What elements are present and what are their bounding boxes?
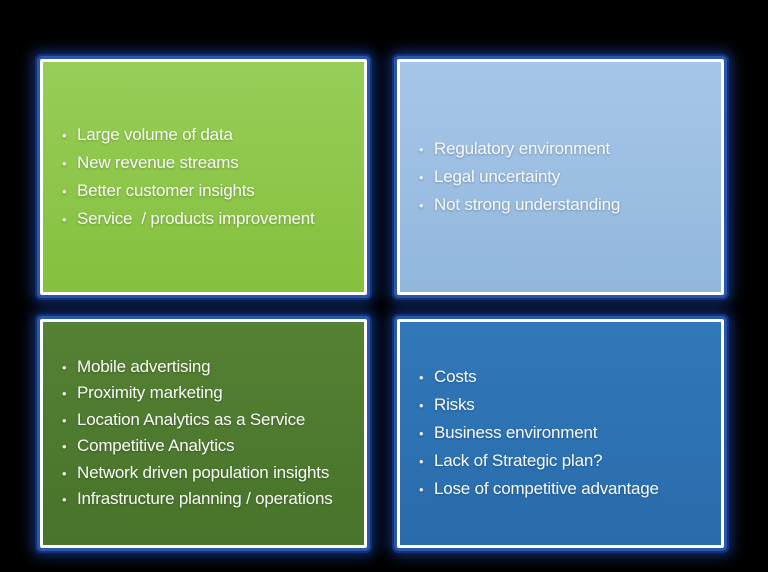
bullet-icon: • <box>419 169 424 185</box>
bullet-text: Lack of Strategic plan? <box>434 451 603 470</box>
bullet-item: • Better customer insights <box>62 181 358 202</box>
bullet-item: • Lose of competitive advantage <box>419 479 715 500</box>
bullet-list: • Large volume of data • New revenue stream… <box>43 118 364 237</box>
bullet-item: • New revenue streams <box>62 153 358 174</box>
bullet-text: Mobile advertising <box>77 356 211 376</box>
bullet-icon: • <box>62 155 67 171</box>
bullet-item: • Business environment <box>419 423 715 444</box>
bullet-item: • Mobile advertising <box>62 357 358 378</box>
bullet-icon: • <box>62 183 67 199</box>
bullet-item: • Proximity marketing <box>62 383 358 404</box>
bullet-item: • Service / products improvement <box>62 209 358 230</box>
bullet-text: Business environment <box>434 423 598 442</box>
bullet-item: • Risks <box>419 395 715 416</box>
bullet-icon: • <box>419 370 424 385</box>
bullet-text: Lose of competitive advantage <box>434 479 659 498</box>
bullet-item: • Not strong understanding <box>419 195 715 216</box>
bullet-text: Proximity marketing <box>77 383 223 403</box>
bullet-item: • Network driven population insights <box>62 463 358 484</box>
bullet-text: Network driven population insights <box>77 462 330 482</box>
bullet-item: • Lack of Strategic plan? <box>419 451 715 472</box>
bullet-item: • Legal uncertainty <box>419 167 715 188</box>
bullet-icon: • <box>419 426 424 441</box>
bullet-text: Regulatory environment <box>434 138 611 158</box>
bullet-text: Infrastructure planning / operations <box>77 489 333 509</box>
bullet-list: • Regulatory environment • Legal uncertaint… <box>400 132 721 223</box>
bullet-text: New revenue streams <box>77 152 239 172</box>
quadrant-bottom-left: •Mobile advertising•Proximity marketing•… <box>40 319 367 548</box>
bullet-icon: • <box>62 465 67 481</box>
bullet-icon: • <box>62 386 67 402</box>
quadrant-top-right: • Regulatory environment • Legal uncertaint… <box>397 59 724 295</box>
bullet-item: • Infrastructure planning / operations <box>62 489 358 510</box>
bullet-item: • Location Analytics as a Service <box>62 410 358 431</box>
bullet-icon: • <box>419 482 424 497</box>
bullet-icon: • <box>62 359 67 375</box>
bullet-icon: • <box>419 398 424 413</box>
bullet-text: Risks <box>434 395 475 414</box>
bullet-icon: • <box>419 141 424 157</box>
bullet-text: Better customer insights <box>77 180 255 200</box>
bullet-icon: • <box>62 127 67 143</box>
bullet-text: Legal uncertainty <box>434 166 561 186</box>
bullet-list: •Mobile advertising•Proximity marketing•… <box>43 351 364 516</box>
bullet-text: Large volume of data <box>77 124 233 144</box>
bullet-icon: • <box>62 439 67 455</box>
bullet-item: • Large volume of data <box>62 125 358 146</box>
bullet-list: • Costs • Risks • Business environment • Lack o… <box>400 360 721 507</box>
bullet-item: • Competitive Analytics <box>62 436 358 457</box>
quadrant-top-left: • Large volume of data • New revenue stream… <box>40 59 367 295</box>
bullet-icon: • <box>62 412 67 428</box>
bullet-icon: • <box>62 492 67 508</box>
bullet-text: Competitive Analytics <box>77 436 235 456</box>
bullet-text: Costs <box>434 367 477 386</box>
bullet-icon: • <box>62 211 67 227</box>
bullet-text: Not strong understanding <box>434 194 621 214</box>
bullet-item: • Costs <box>419 367 715 388</box>
bullet-item: • Regulatory environment <box>419 139 715 160</box>
quadrant-bottom-right: • Costs • Risks • Business environment • Lack o… <box>397 319 724 548</box>
bullet-text: Service / products improvement <box>77 208 315 228</box>
bullet-icon: • <box>419 197 424 213</box>
bullet-icon: • <box>419 454 424 469</box>
bullet-text: Location Analytics as a Service <box>77 409 306 429</box>
